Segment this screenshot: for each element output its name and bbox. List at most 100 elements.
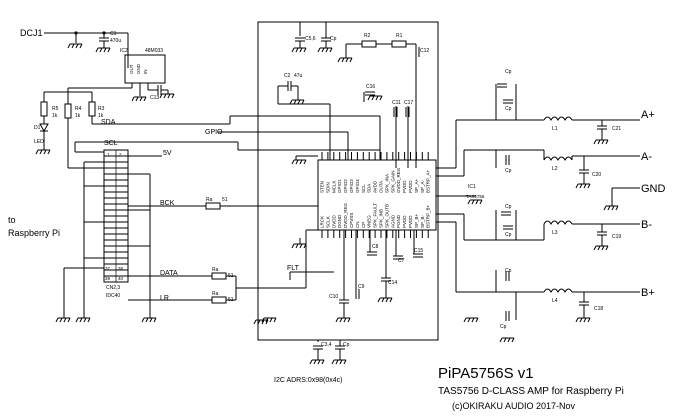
ic-board-outline <box>257 21 439 341</box>
c14-label: C14 <box>388 280 397 286</box>
output-filter: Cp Cp L1 C21 A+ Cp L2 C20 A- GND <box>436 69 666 343</box>
r-bck-value: 51 <box>222 197 228 203</box>
c17-label: C17 <box>404 100 413 106</box>
c1-value: 470u <box>110 38 121 44</box>
ic1-bottom-pin-label: SCLK <box>325 216 330 228</box>
cp-b2-label: Cp <box>505 232 512 238</box>
schematic-credit: (c)OKIRAKU AUDIO 2017-Nov <box>452 401 576 411</box>
power-input-section: DCJ1 C1 470u IC2 48M033 OUT GND IN C13 <box>20 28 175 102</box>
cn-pin-39: 39 <box>105 276 111 281</box>
ic1-top-pin-label: SPK_INA <box>384 174 389 193</box>
ra-bck-label: Ra <box>206 197 213 203</box>
flt-net-label: FLT <box>287 265 300 272</box>
ic1-bottom-pin-label: DGND <box>337 214 342 228</box>
cp-a2-label: Cp <box>505 106 512 112</box>
r3-value: 1k <box>98 113 104 119</box>
r4-label: R4 <box>75 106 82 112</box>
ic1-bottom-pin-label: LRCK <box>320 216 325 228</box>
c15-label: C15 <box>414 248 423 254</box>
cn-name: CN2,3 <box>106 285 120 291</box>
ic1-bottom-pin-label: AGND <box>390 214 395 228</box>
ic2-pin-gnd: GND <box>136 63 141 74</box>
ic1-body <box>317 159 437 231</box>
c13-label: C13 <box>150 95 159 101</box>
ic1-top-pin-label: PVDD <box>402 180 407 193</box>
ic1-bottom-pin-label: DVDD <box>331 214 336 228</box>
cp-bottom-label: Cp <box>343 342 350 348</box>
d1-label: D1 <box>34 125 41 131</box>
r5-label: R5 <box>52 106 59 112</box>
v5-net-label: 5V <box>163 150 172 157</box>
ic1-top-pin-label: AVDD <box>373 180 378 193</box>
c18-label: C18 <box>594 306 603 312</box>
c2-label: C2 <box>284 73 291 79</box>
ic1-top-pin-label: SPK_GAIN <box>390 170 395 193</box>
ic2-part: 48M033 <box>145 48 163 54</box>
ic1-bottom-pin-label: CN <box>355 222 360 229</box>
to-rpi-line2: Raspberry Pi <box>8 228 60 238</box>
ic1-bottom-pin-label: CP <box>361 222 366 228</box>
c10-label: C10 <box>329 294 338 300</box>
ic1-bottom-pin-label: PGND <box>396 214 401 228</box>
ic1-bottom-pin-label: VNEG <box>367 215 372 228</box>
ic1-top-pin-label: PVDD <box>408 180 413 193</box>
ic2-label: IC2 <box>120 48 128 54</box>
cp-b1-label: Cp <box>505 204 512 210</box>
c21-label: C21 <box>612 126 621 132</box>
ic2-pin-out: OUT <box>129 64 134 74</box>
ic1-top-pin-label: SP_A- <box>420 179 425 193</box>
dcj1-label: DCJ1 <box>20 28 43 38</box>
ic1-top-pin-label: SDA <box>367 184 372 193</box>
r5-value: 1k <box>52 113 58 119</box>
scl-net-label: SCL <box>104 140 118 147</box>
c2-value: 47u <box>294 73 303 79</box>
c5-6-label: C5,6 <box>305 36 316 42</box>
c12-label: C12 <box>420 48 429 54</box>
ra-data-label: Ra <box>212 267 219 273</box>
r4-value: 1k <box>75 113 81 119</box>
cp-a3-label: Cp <box>505 168 512 174</box>
l3-label: L3 <box>552 230 558 236</box>
ic1-top-pin-label: BSTRP_A+ <box>426 169 431 193</box>
cp-a1-label: Cp <box>505 69 512 75</box>
r3-label: R3 <box>98 106 105 112</box>
ic1-top-pin-label: GPIO1 <box>337 179 342 193</box>
ic1-bottom-pin-label: SPK_OUTB <box>384 204 389 228</box>
ic1-bottom-pin-label: SPK_INB <box>379 209 384 228</box>
out-b-plus: B+ <box>641 287 655 299</box>
cn-pin-2: 2 <box>119 152 122 157</box>
c1-label: C1 <box>110 31 117 37</box>
c8-label: C8 <box>372 244 379 250</box>
ic1-top-pin-label: GPIO4 <box>355 179 360 193</box>
ic1-bottom-pin-label: PVDD <box>408 215 413 228</box>
cp-top-label: Cp <box>330 36 337 42</box>
c9-label: C9 <box>358 284 365 290</box>
i2c-address: I2C ADRS:0x98(0x4c) <box>274 377 342 384</box>
ic1-bottom-pin-label: BSTRP_B+ <box>426 204 431 228</box>
ic1-bottom-pin-label: SP_B+ <box>414 213 419 228</box>
ic1-top-pin-label: SCL <box>361 184 366 193</box>
cn-pin-38: 38 <box>118 266 124 271</box>
c7-label: C7 <box>398 258 405 264</box>
ic1-bottom-pin-label: CPVSS <box>349 213 354 228</box>
schematic-subtitle: TAS5756 D-CLASS AMP for Raspberry Pi <box>438 386 624 397</box>
out-gnd: GND <box>641 183 666 195</box>
ic1-bottom-pin-label: PVDD <box>402 215 407 228</box>
c20-label: C20 <box>592 172 601 178</box>
cn-pin-40: 40 <box>118 276 124 281</box>
ic2-regulator <box>124 54 166 84</box>
ic1-top-pin-label: GPIO2 <box>343 179 348 193</box>
r1-label: R1 <box>396 33 403 39</box>
cp-b4-label: Cp <box>500 324 507 330</box>
l2-label: L2 <box>552 166 558 172</box>
cn-part: IDC40 <box>106 293 120 299</box>
ic1-top-pin-label: GPIO3 <box>349 179 354 193</box>
ic1-top-pin-label: SDIN <box>325 182 330 193</box>
c16-label: C16 <box>366 84 375 90</box>
cn-pin-1: 1 <box>107 152 110 157</box>
ic1-bottom-pin-label: DVDD_REG <box>343 202 348 228</box>
l1-label: L1 <box>552 126 558 132</box>
ic1-top-pin-label: SP_A+ <box>414 178 419 193</box>
